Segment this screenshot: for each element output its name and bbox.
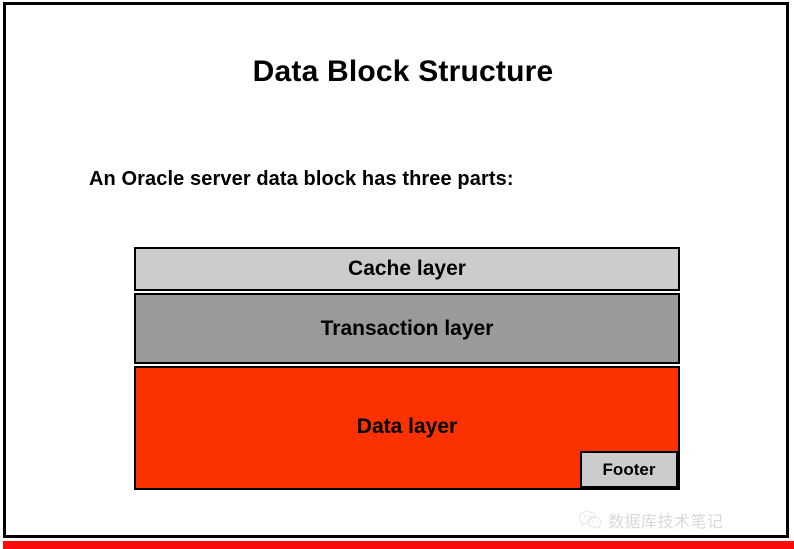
slide-subtitle: An Oracle server data block has three pa… [89, 168, 514, 190]
footer-box: Footer [580, 451, 678, 488]
layer-label-transaction: Transaction layer [320, 316, 494, 340]
layer-label-cache: Cache layer [348, 257, 466, 280]
wechat-icon [579, 510, 602, 530]
layer-box-cache: Cache layer [134, 247, 680, 291]
bottom-red-strip [3, 541, 794, 549]
layer-box-data: Data layer Footer [134, 366, 680, 490]
watermark: 数据库技术笔记 [579, 508, 724, 532]
layer-label-data: Data layer [356, 415, 458, 438]
slide-frame: Data Block Structure An Oracle server da… [3, 2, 789, 538]
data-block-layer-diagram: Cache layer Transaction layer Data layer… [134, 247, 680, 490]
layer-box-transaction: Transaction layer [134, 293, 680, 364]
footer-box-label: Footer [602, 459, 656, 479]
watermark-text: 数据库技术笔记 [608, 512, 724, 531]
page-title: Data Block Structure [252, 55, 554, 88]
